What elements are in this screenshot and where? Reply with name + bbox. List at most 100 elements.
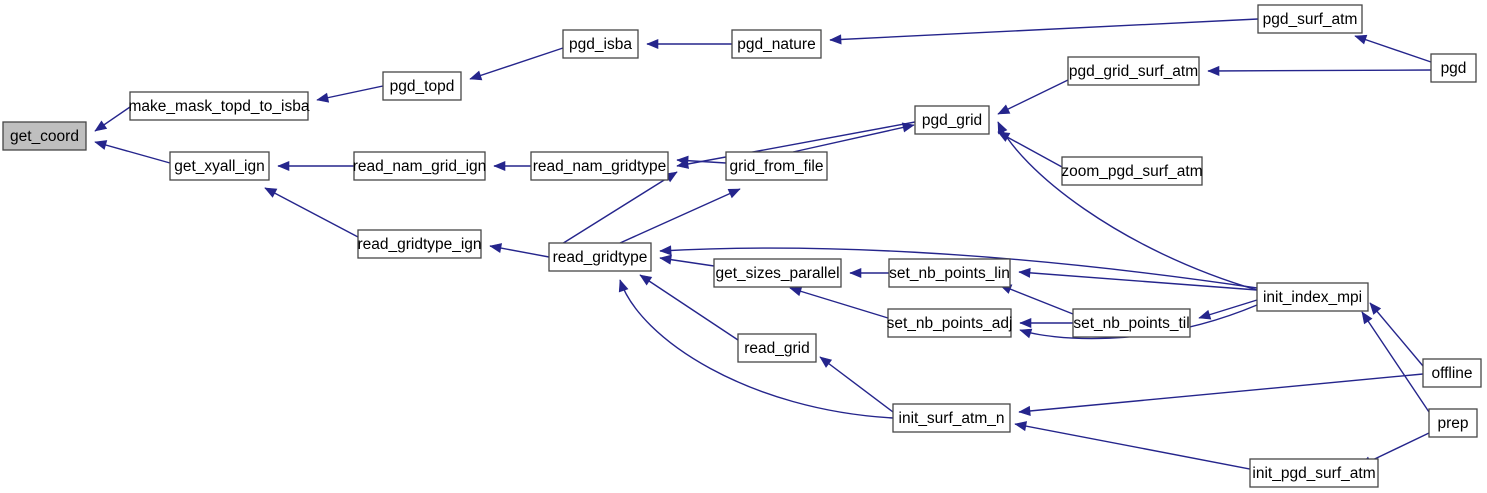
node-grid_from_file[interactable]: grid_from_file: [725, 151, 828, 181]
node-init_index_mpi[interactable]: init_index_mpi: [1256, 282, 1369, 312]
node-pgd_grid_surf_atm[interactable]: pgd_grid_surf_atm: [1067, 56, 1200, 86]
nodes-layer: get_coord make_mask_topd_to_isba get_xyall…: [2, 4, 1482, 488]
node-box-prep[interactable]: [1428, 408, 1478, 438]
edge-init_surf_atm_n-to-read_grid: [819, 356, 894, 413]
arrowhead-init_index_mpi-to-set_nb_points_lin: [1018, 267, 1031, 278]
node-box-offline[interactable]: [1422, 358, 1482, 388]
node-init_pgd_surf_atm[interactable]: init_pgd_surf_atm: [1249, 458, 1379, 488]
node-pgd_surf_atm[interactable]: pgd_surf_atm: [1257, 4, 1363, 34]
node-pgd[interactable]: pgd: [1430, 53, 1477, 83]
arrowhead-read_gridtype_ign-to-get_xyall_ign: [264, 187, 278, 198]
arrowhead-offline-to-init_surf_atm_n: [1018, 405, 1031, 416]
node-box-read_nam_gridtype[interactable]: [530, 151, 669, 181]
node-box-make_mask_topd_to_isba[interactable]: [129, 91, 309, 121]
arrowhead-get_xyall_ign-to-get_coord: [94, 140, 108, 150]
edge-pgd-to-pgd_grid_surf_atm: [1207, 69, 1432, 72]
node-read_nam_gridtype[interactable]: read_nam_gridtype: [530, 151, 669, 181]
arrowhead-read_nam_gridtype-to-read_nam_grid_ign: [493, 160, 506, 172]
node-box-init_surf_atm_n[interactable]: [892, 403, 1011, 433]
arrowhead-offline-to-init_index_mpi: [1369, 302, 1382, 315]
arrowhead-get_sizes_parallel-to-read_gridtype: [659, 254, 672, 265]
arrowhead-init_index_mpi-to-set_nb_points_adj: [1019, 328, 1033, 339]
arrowhead-set_nb_points_lin-to-get_sizes_parallel: [849, 267, 862, 279]
node-pgd_topd[interactable]: pgd_topd: [382, 71, 462, 101]
node-get_xyall_ign[interactable]: get_xyall_ign: [169, 151, 270, 181]
node-box-zoom_pgd_surf_atm[interactable]: [1061, 156, 1203, 186]
node-zoom_pgd_surf_atm[interactable]: zoom_pgd_surf_atm: [1061, 156, 1203, 186]
node-set_nb_points_til[interactable]: set_nb_points_til: [1072, 308, 1191, 338]
edge-pgd_grid_surf_atm-to-pgd_grid: [997, 79, 1069, 115]
node-box-pgd_grid_surf_atm[interactable]: [1067, 56, 1200, 86]
arrowhead-pgd_grid_surf_atm-to-pgd_grid: [997, 104, 1011, 115]
edge-read_gridtype-to-grid_from_file: [619, 188, 741, 244]
arrowhead-init_surf_atm_n-to-read_gridtype: [618, 279, 629, 293]
edge-offline-to-init_index_mpi: [1369, 302, 1424, 367]
arrowhead-init_pgd_surf_atm-to-init_surf_atm_n: [1014, 421, 1028, 432]
node-box-init_index_mpi[interactable]: [1256, 282, 1369, 312]
node-box-read_gridtype[interactable]: [548, 242, 652, 272]
edge-zoom_pgd_surf_atm-to-pgd_grid: [997, 131, 1063, 168]
edge-grid_from_file-to-pgd_grid: [792, 124, 915, 153]
node-box-get_sizes_parallel[interactable]: [713, 258, 842, 288]
arrowhead-init_index_mpi-to-pgd_grid: [997, 121, 1008, 135]
node-box-read_nam_grid_ign[interactable]: [353, 151, 486, 181]
node-box-set_nb_points_adj[interactable]: [887, 308, 1012, 338]
node-set_nb_points_lin[interactable]: set_nb_points_lin: [888, 258, 1011, 288]
node-pgd_grid[interactable]: pgd_grid: [914, 105, 990, 135]
node-read_grid[interactable]: read_grid: [737, 333, 817, 363]
node-box-pgd[interactable]: [1430, 53, 1477, 83]
edge-get_xyall_ign-to-get_coord: [94, 141, 171, 164]
node-pgd_nature[interactable]: pgd_nature: [731, 29, 822, 59]
node-make_mask_topd_to_isba[interactable]: make_mask_topd_to_isba: [129, 91, 310, 121]
edge-pgd_isba-to-pgd_topd: [469, 47, 564, 80]
arrowhead-prep-to-init_index_mpi: [1361, 311, 1373, 325]
node-box-grid_from_file[interactable]: [725, 151, 828, 181]
arrowhead-pgd-to-pgd_surf_atm: [1354, 34, 1368, 45]
node-box-set_nb_points_lin[interactable]: [888, 258, 1011, 288]
node-box-init_pgd_surf_atm[interactable]: [1249, 458, 1379, 488]
node-set_nb_points_adj[interactable]: set_nb_points_adj: [887, 308, 1013, 338]
edge-init_index_mpi-to-pgd_grid: [997, 121, 1258, 291]
arrowhead-read_grid-to-read_gridtype: [639, 274, 653, 286]
arrowhead-init_index_mpi-to-read_gridtype: [659, 245, 672, 256]
node-box-get_coord[interactable]: [2, 121, 87, 151]
edge-set_nb_points_til-to-set_nb_points_lin: [999, 284, 1074, 315]
edge-init_pgd_surf_atm-to-init_surf_atm_n: [1014, 423, 1251, 470]
node-read_gridtype_ign[interactable]: read_gridtype_ign: [357, 229, 482, 259]
edge-pgd_surf_atm-to-pgd_nature: [829, 18, 1259, 41]
edges-layer: [94, 18, 1432, 470]
edge-set_nb_points_adj-to-get_sizes_parallel: [789, 287, 889, 319]
edge-pgd-to-pgd_surf_atm: [1354, 35, 1432, 63]
node-box-pgd_nature[interactable]: [731, 29, 822, 59]
node-get_coord[interactable]: get_coord: [2, 121, 87, 151]
edge-init_index_mpi-to-read_gridtype: [659, 247, 1258, 289]
node-read_gridtype[interactable]: read_gridtype: [548, 242, 652, 272]
node-box-pgd_grid[interactable]: [914, 105, 990, 135]
node-get_sizes_parallel[interactable]: get_sizes_parallel: [713, 258, 842, 288]
edge-init_index_mpi-to-set_nb_points_adj: [1019, 304, 1258, 340]
node-box-read_gridtype_ign[interactable]: [357, 229, 482, 259]
arrowhead-init_surf_atm_n-to-read_grid: [819, 356, 833, 368]
arrowhead-pgd_surf_atm-to-pgd_nature: [829, 34, 842, 45]
node-offline[interactable]: offline: [1422, 358, 1482, 388]
node-box-set_nb_points_til[interactable]: [1072, 308, 1191, 338]
arrowhead-pgd_grid-to-read_nam_gridtype: [676, 158, 690, 169]
edge-prep-to-init_index_mpi: [1361, 311, 1430, 413]
edge-read_gridtype_ign-to-get_xyall_ign: [264, 187, 359, 238]
node-pgd_isba[interactable]: pgd_isba: [562, 29, 639, 59]
node-box-get_xyall_ign[interactable]: [169, 151, 270, 181]
node-prep[interactable]: prep: [1428, 408, 1478, 438]
node-read_nam_grid_ign[interactable]: read_nam_grid_ign: [353, 151, 487, 181]
node-box-read_grid[interactable]: [737, 333, 817, 363]
node-box-pgd_surf_atm[interactable]: [1257, 4, 1363, 34]
arrowhead-read_gridtype-to-grid_from_file: [727, 188, 741, 199]
node-box-pgd_isba[interactable]: [562, 29, 639, 59]
node-box-pgd_topd[interactable]: [382, 71, 462, 101]
arrowhead-pgd_isba-to-pgd_topd: [469, 70, 483, 81]
arrowhead-set_nb_points_til-to-set_nb_points_adj: [1019, 317, 1032, 329]
edge-read_gridtype-to-read_nam_gridtype: [548, 171, 678, 253]
edge-init_index_mpi-to-set_nb_points_lin: [1018, 271, 1258, 291]
node-init_surf_atm_n[interactable]: init_surf_atm_n: [892, 403, 1011, 433]
edge-offline-to-init_surf_atm_n: [1018, 373, 1424, 413]
